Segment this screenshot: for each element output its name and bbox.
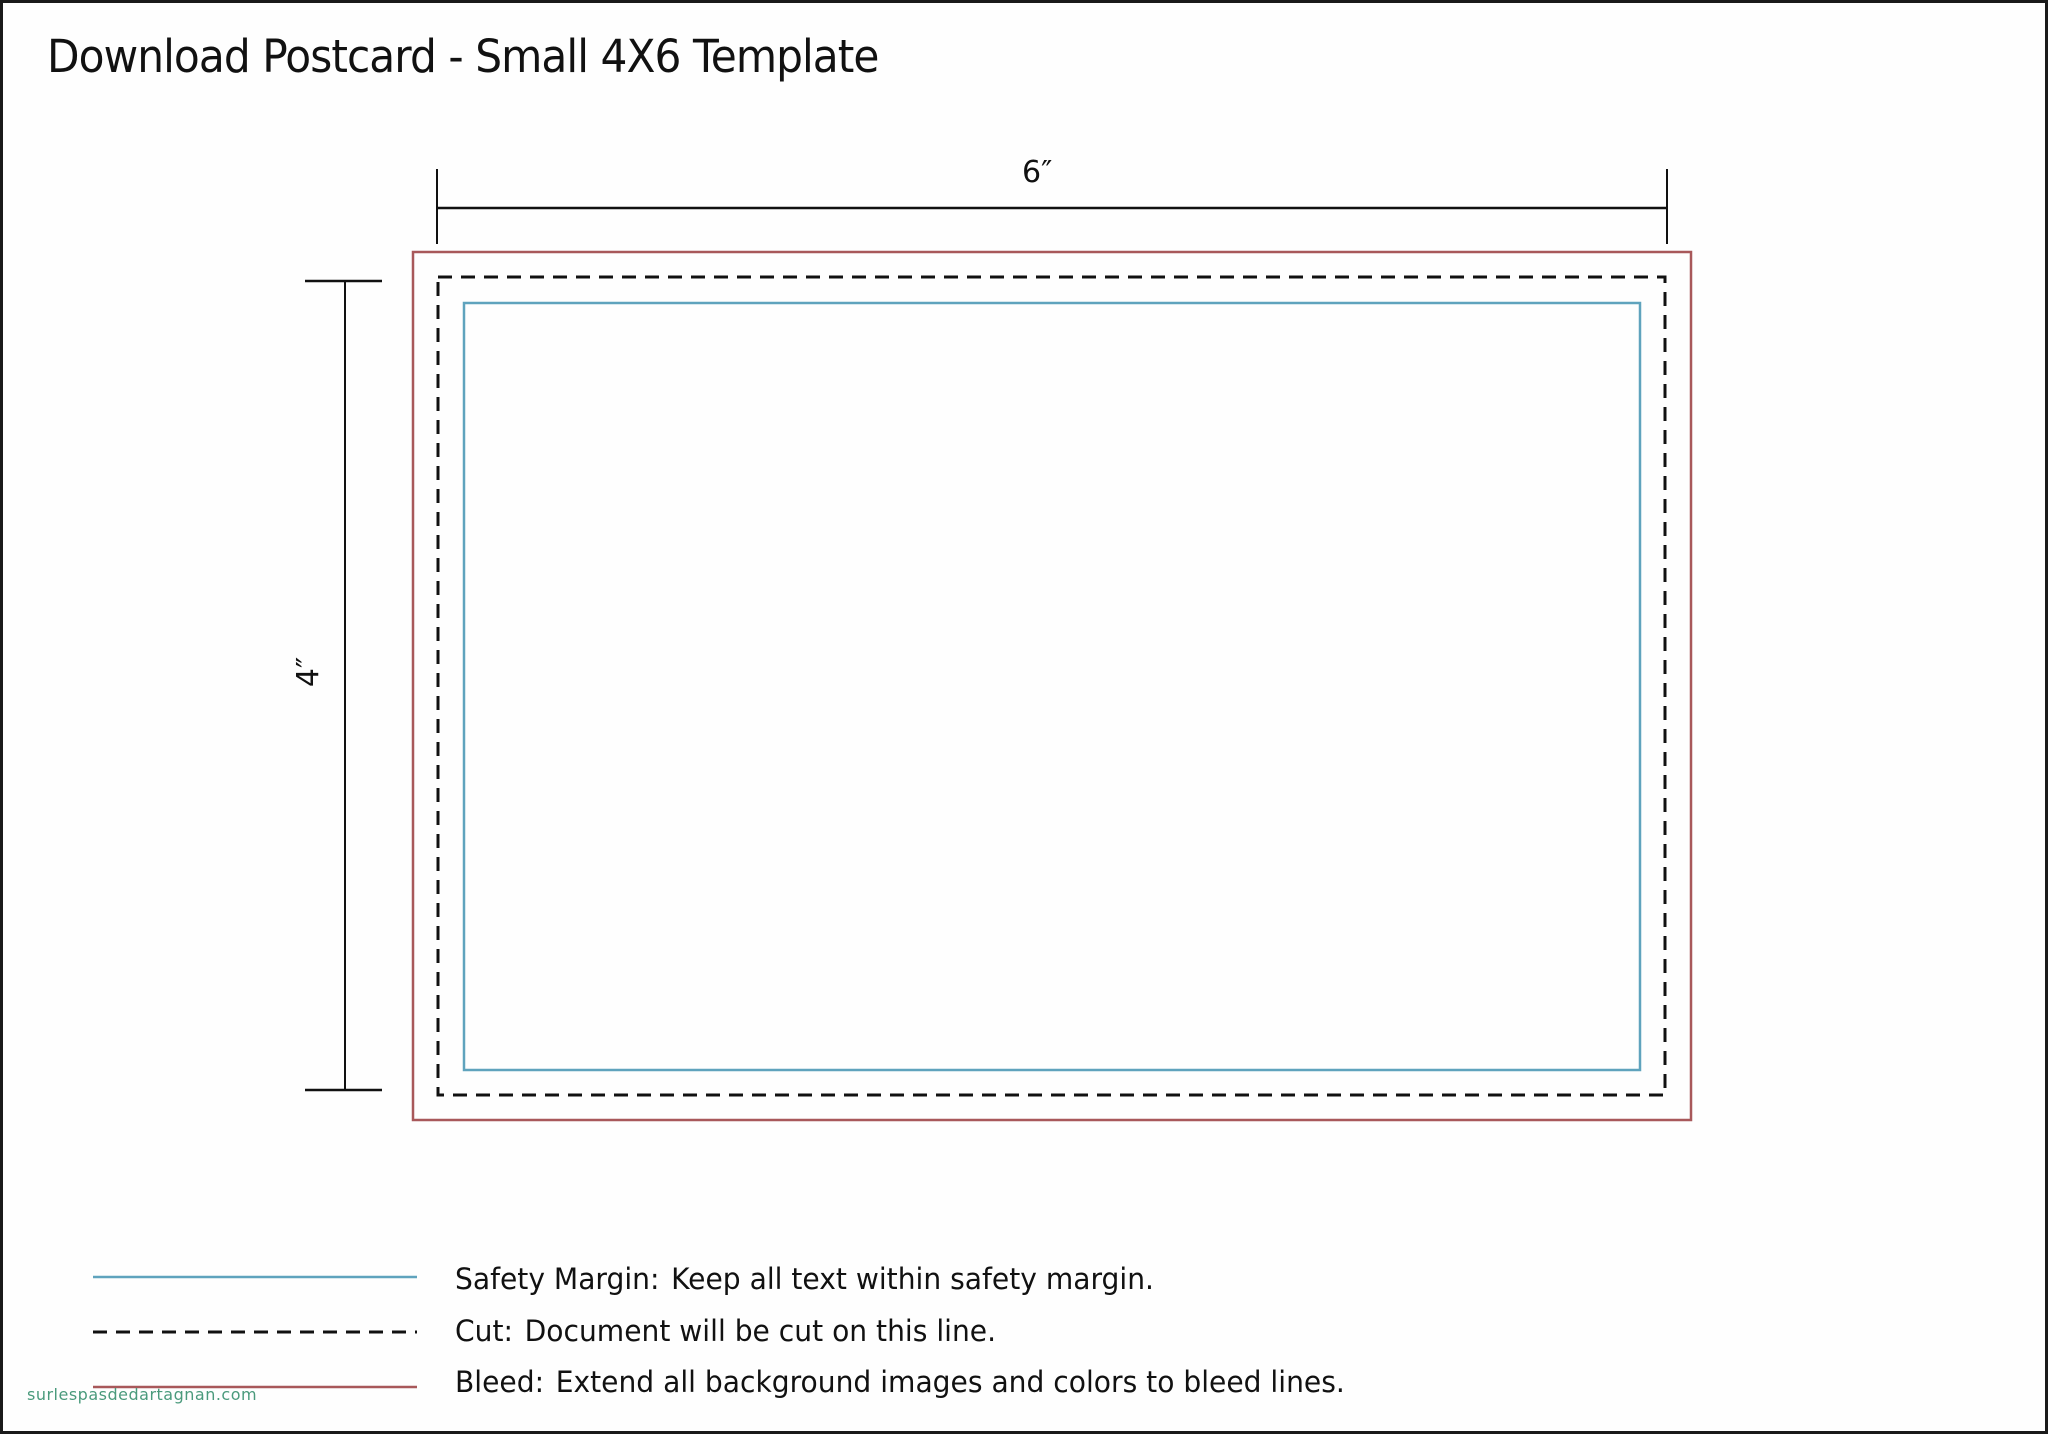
cut-line-box (436, 275, 1667, 1097)
legend-description: Extend all background images and colors … (555, 1365, 1345, 1399)
height-dimension-label: 4″ (291, 656, 327, 688)
legend-item-bleed: Bleed: Extend all background images and c… (455, 1364, 1345, 1400)
bleed-line-box (411, 250, 1693, 1122)
legend-description: Document will be cut on this line. (524, 1314, 997, 1348)
width-dimension-marker (436, 169, 1668, 244)
legend-term: Safety Margin: (455, 1262, 660, 1296)
legend-item-cut: Cut: Document will be cut on this line. (455, 1313, 996, 1349)
legend-item-safety: Safety Margin: Keep all text within safet… (455, 1261, 1154, 1297)
legend-description: Keep all text within safety margin. (671, 1262, 1155, 1296)
watermark: surlespasdedartagnan.com (27, 1385, 258, 1404)
page-title: Download Postcard - Small 4X6 Template (47, 30, 879, 83)
height-dimension-marker (305, 279, 382, 1092)
legend-term: Bleed: (455, 1365, 545, 1399)
legend-term: Cut: (455, 1314, 513, 1348)
width-dimension-label: 6″ (1022, 155, 1053, 190)
safety-margin-box (462, 301, 1642, 1072)
